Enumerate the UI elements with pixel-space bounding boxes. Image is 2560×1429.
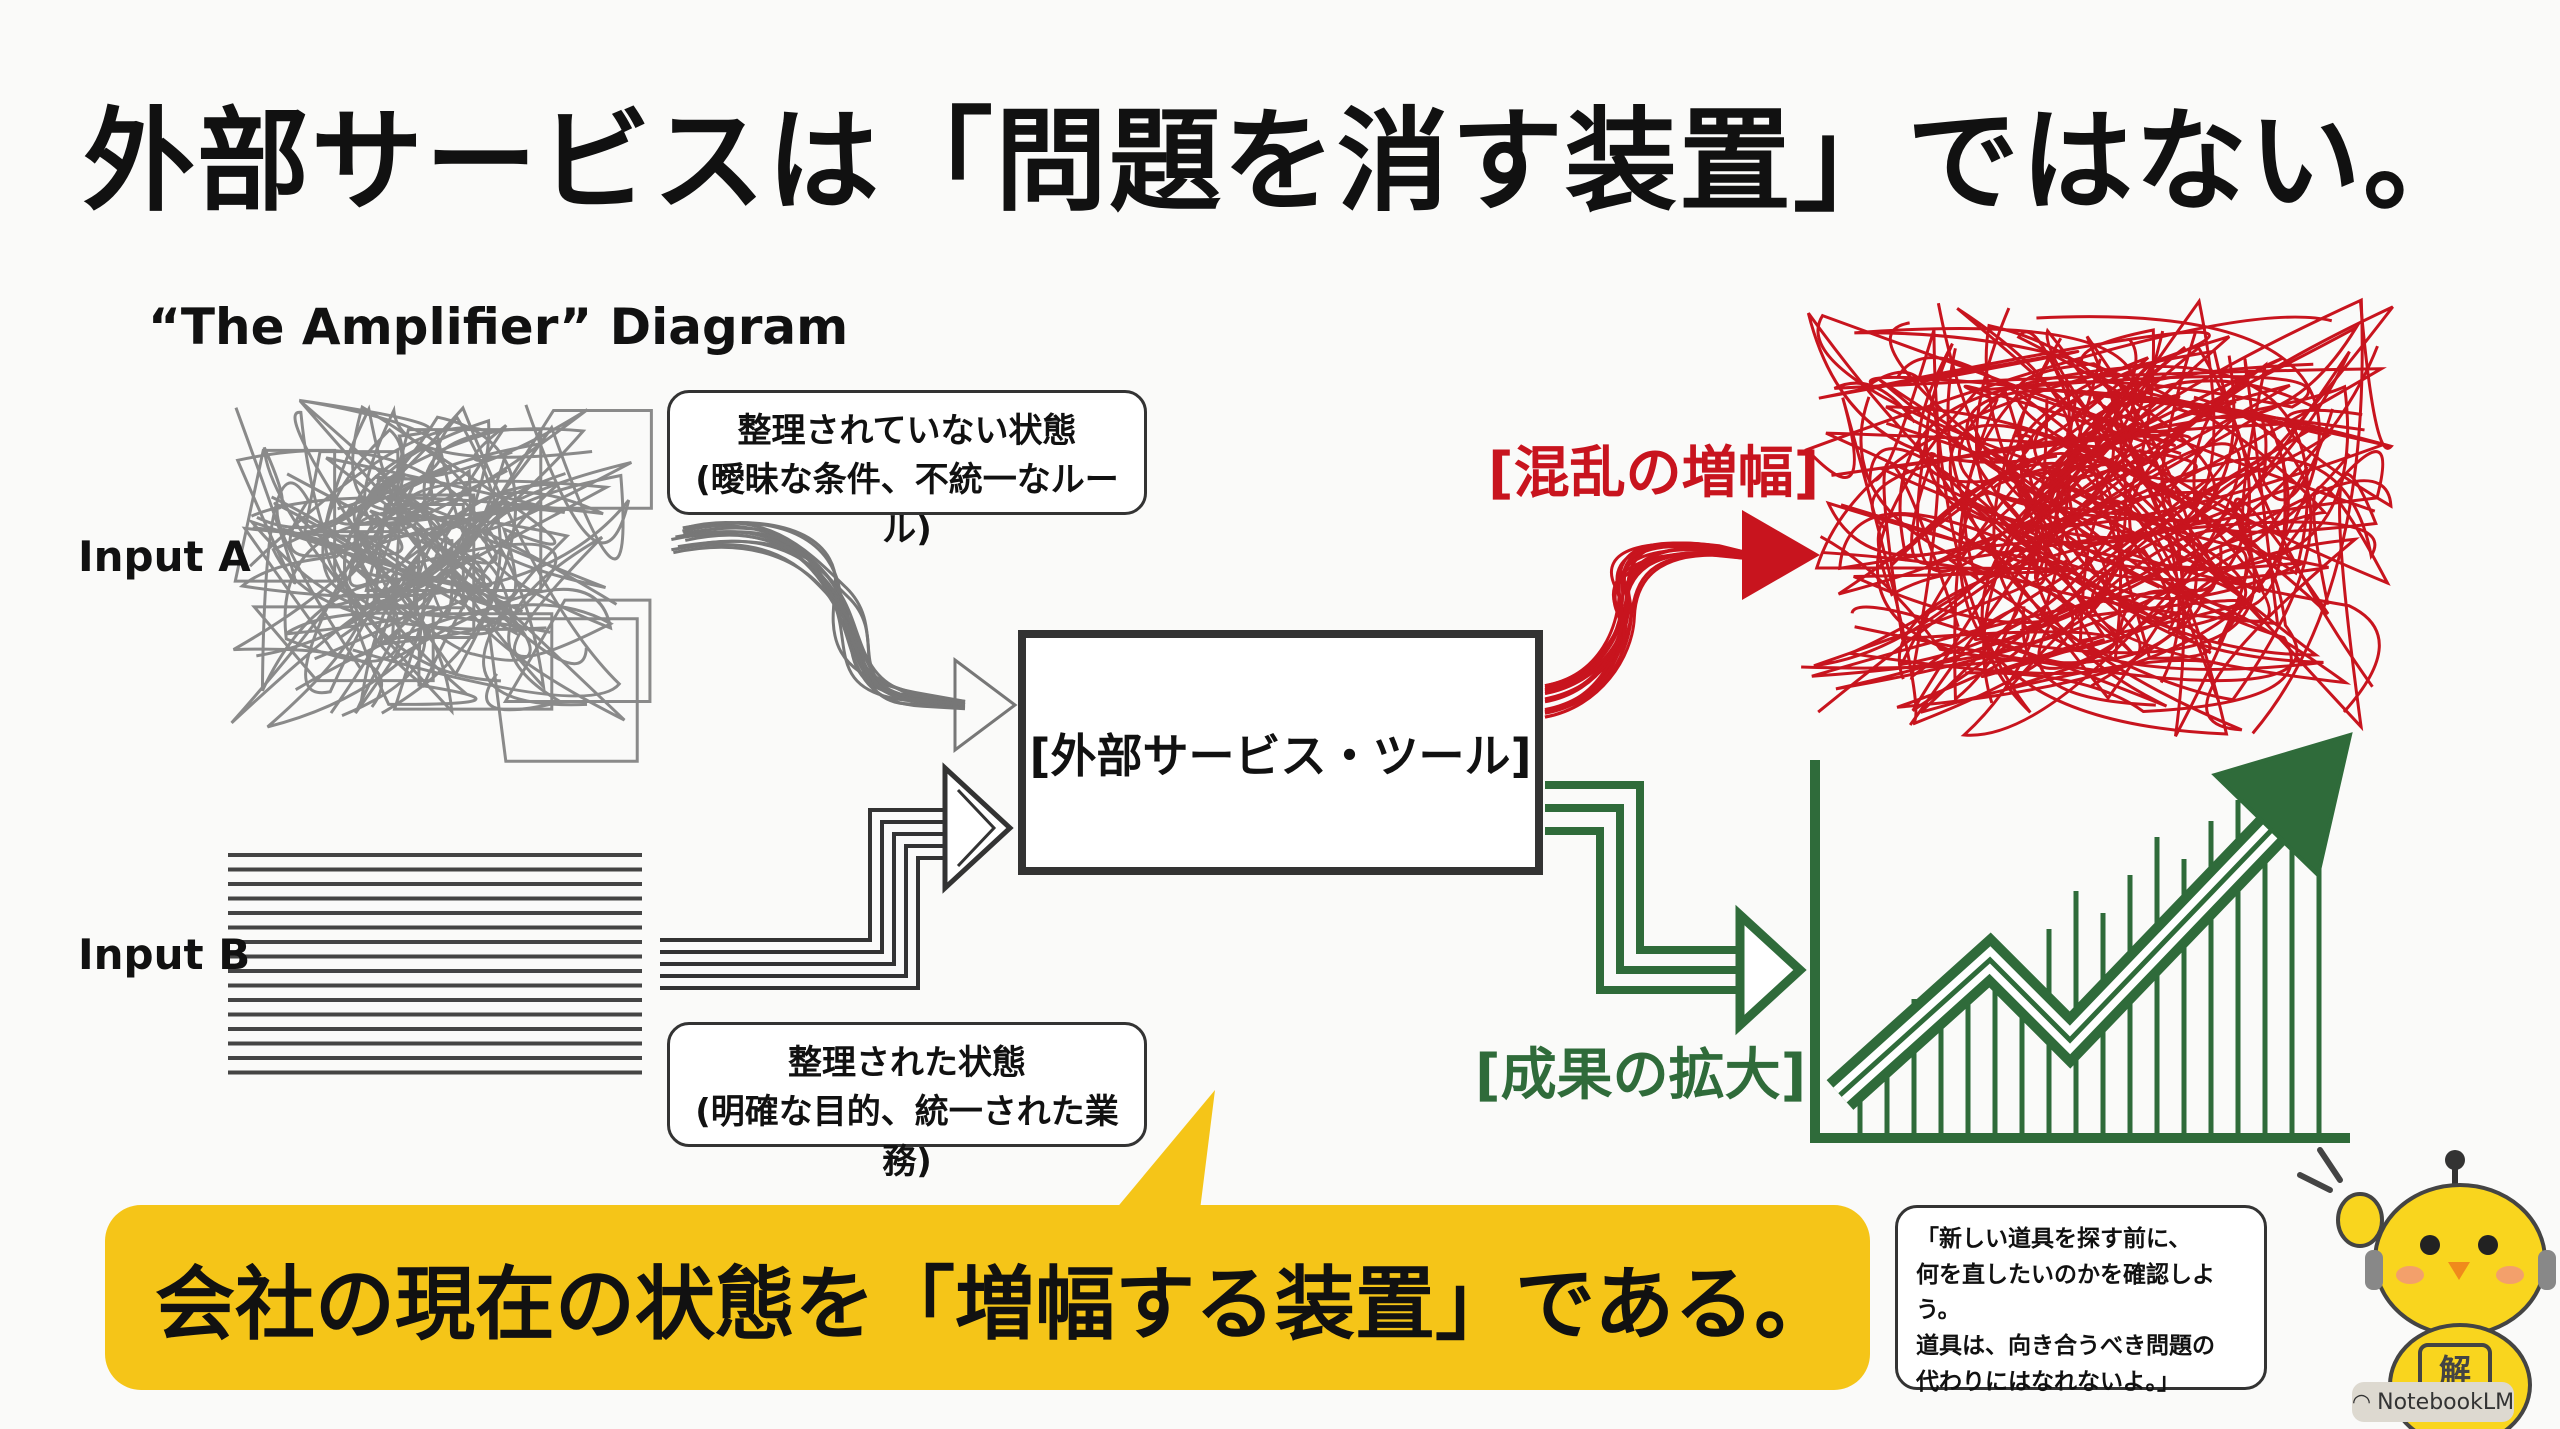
scribble-stroke: [273, 418, 519, 715]
speech-line-3: 道具は、向き合うべき問題の: [1916, 1332, 2215, 1359]
bubble-unorganized-detail: (曖昧な条件、不統一なルール): [695, 460, 1119, 550]
chaos-tangle-stroke: [1854, 327, 2328, 633]
chaos-tangle-stroke: [1806, 300, 2394, 657]
chaos-tangle-stroke: [1896, 356, 2352, 685]
chaos-tangle-stroke: [1837, 307, 2217, 670]
scribble-stroke: [256, 424, 625, 663]
chaos-tangle-stroke: [1885, 347, 2360, 732]
chaos-tangle-stroke: [1816, 313, 2176, 582]
tangled-arrowhead: [953, 657, 1018, 753]
key-message-callout: 会社の現在の状態を「増幅する装置」である。: [105, 1205, 1870, 1390]
tangled-input-arrow: [671, 521, 1018, 753]
tangled-stroke: [675, 530, 966, 706]
tangled-stroke: [682, 524, 966, 704]
callout-tail: [1115, 1090, 1215, 1210]
tangled-stroke: [673, 545, 966, 711]
bubble-unorganized: 整理されていない状態 (曖昧な条件、不統一なルール): [667, 390, 1147, 550]
chaos-tangle-stroke: [1825, 361, 2309, 565]
scribble-box: [502, 598, 652, 704]
chaos-tangle-stroke: [1992, 419, 2271, 623]
chaos-arrowhead: [1742, 510, 1820, 600]
chaos-stream-stroke: [1544, 541, 1746, 688]
bubble-organized-title: 整理された状態: [788, 1043, 1026, 1083]
input-a-scribble: [230, 398, 653, 763]
diagram-subtitle: “The Amplifier” Diagram: [148, 298, 849, 356]
chaos-amplify-label: [混乱の増幅]: [1488, 441, 1820, 506]
notebooklm-icon: ◠: [2351, 1389, 2372, 1415]
external-tool-label: [外部サービス・ツール]: [1029, 728, 1532, 783]
tangled-stroke: [682, 530, 966, 706]
scribble-box: [392, 612, 554, 711]
chaos-tangle-stroke: [1917, 323, 2389, 529]
input-b-lines: [228, 853, 642, 1075]
scribble-stroke: [238, 404, 631, 599]
input-b-label: Input B: [78, 930, 251, 979]
scribble-box: [364, 428, 543, 592]
growth-expand-label: [成果の拡大]: [1475, 1043, 1807, 1108]
chaos-tangle-stroke: [1896, 414, 2315, 709]
growth-chart: [1810, 732, 2353, 1143]
chaos-tangle-stroke: [1980, 323, 2249, 737]
chaos-tangle: [1801, 297, 2394, 737]
chaos-tangle-stroke: [1974, 307, 2329, 671]
external-tool-box: [外部サービス・ツール]: [1018, 630, 1543, 875]
chaos-tangle-stroke: [1801, 345, 2381, 713]
scribble-box: [233, 448, 337, 583]
scribble-box: [371, 503, 465, 610]
chaos-stream-stroke: [1544, 543, 1746, 691]
bubble-unorganized-title: 整理されていない状態: [737, 411, 1077, 451]
key-message-text: 会社の現在の状態を「増幅する装置」である。: [155, 1257, 1835, 1351]
scribble-box: [485, 617, 639, 763]
bubble-organized: 整理された状態 (明確な目的、統一された業務): [667, 1022, 1147, 1182]
tangled-stroke: [687, 539, 966, 709]
speech-line-1: 「新しい道具を探す前に、: [1916, 1226, 2192, 1252]
speech-line-4: 代わりにはなれないよ。」: [1916, 1368, 2181, 1395]
growth-output-arrow: [1545, 781, 1807, 1036]
input-a-label: Input A: [78, 532, 251, 581]
chaos-tangle-stroke: [1831, 394, 2256, 666]
chaos-tangle-stroke: [1872, 297, 2364, 735]
speech-line-2: 何を直したいのかを確認しよう。: [1916, 1261, 2215, 1324]
notebooklm-watermark: ◠ NotebookLM: [2352, 1382, 2514, 1422]
striped-input-arrow: [660, 762, 1014, 990]
chaos-tangle-stroke: [1854, 461, 2299, 691]
tangled-stroke: [684, 533, 966, 707]
chaos-stream-stroke: [1544, 547, 1746, 702]
scribble-stroke: [271, 466, 547, 631]
chaos-tangle-stroke: [1868, 447, 2135, 726]
bubble-organized-detail: (明確な目的、統一された業務): [695, 1092, 1119, 1182]
page-title: 外部サービスは「問題を消す装置」ではない。: [83, 97, 2477, 227]
scribble-box: [489, 408, 653, 510]
chaos-output-arrow: [1544, 541, 1746, 719]
watermark-text: NotebookLM: [2377, 1389, 2515, 1415]
scribble-stroke: [241, 404, 508, 660]
mascot-speech-bubble: 「新しい道具を探す前に、 何を直したいのかを確認しよう。 道具は、向き合うべき問…: [1895, 1205, 2267, 1395]
tangled-stroke: [679, 530, 966, 706]
chaos-tangle-stroke: [1889, 384, 2229, 736]
